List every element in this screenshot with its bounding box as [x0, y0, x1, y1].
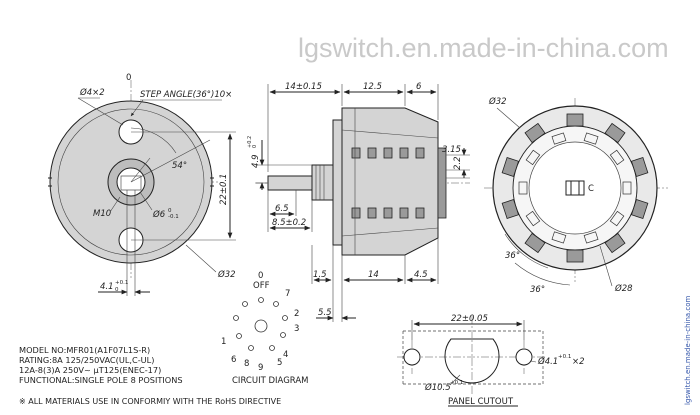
rohs-footer-note: ※ ALL MATERIALS USE IN CONFORMIY WITH TH… [19, 397, 281, 406]
dimension-4-9-tolerance-lower: 0 [252, 145, 258, 148]
circuit-number-6: 6 [231, 355, 236, 365]
rear-view: C Ø32 36° 36° Ø28 [484, 96, 668, 295]
rear-angle-b-label: 36° [530, 285, 545, 295]
thread-label: M10 [93, 209, 111, 219]
spec-block: MODEL NO:MFR01(A1F07L1S-R) RATING:8A 125… [19, 345, 183, 385]
circuit-off-number: 0 [258, 271, 263, 281]
front-view: 0 Ø4×2 STEP ANGLE(36°)10× 54° M10 Ø6 0 -… [48, 73, 236, 296]
side-watermark-text: lgswitch.en.made-in-china.com [684, 295, 692, 405]
side-view: 14±0.15 12.5 6 4.9 +0.2 0 3.15 2.2 6.5 8… [247, 82, 470, 322]
dimension-6-5-label: 6.5 [275, 204, 289, 214]
dimension-4-9-tolerance-upper: +0.2 [247, 136, 253, 148]
panel-dimension-4-1-suffix: ×2 [572, 357, 585, 367]
spec-line-rating: RATING:8A 125/250VAC(UL,C-UL) [19, 355, 154, 365]
key-width-label: 4.1 [100, 282, 114, 292]
panel-dimension-22-label: 22±0.05 [451, 314, 488, 324]
dimension-4-5-label: 4.5 [414, 270, 428, 280]
spec-line-functional: FUNCTIONAL:SINGLE POLE 8 POSITIONS [19, 375, 183, 385]
circuit-number-5: 5 [277, 358, 282, 368]
panel-dimension-4-1-label: Ø4.1 [537, 356, 558, 367]
circuit-number-9: 9 [258, 363, 263, 373]
side-body [341, 107, 439, 256]
panel-cutout: 22±0.05 Ø10.5 +0.1 Ø4.1 +0.1 ×2 PANEL CU… [397, 314, 585, 407]
dimension-6-label: 6 [416, 82, 422, 92]
panel-main-hole [444, 338, 500, 384]
dimension-3-15-label: 3.15 [442, 145, 461, 155]
spec-line-enec: 12A-8(3)A 250V~ μT125(ENEC-17) [19, 365, 161, 375]
angle-54-label: 54° [172, 161, 187, 171]
dimension-22-label: 22±0.1 [219, 174, 229, 205]
key-tolerance-lower: 0 [115, 287, 119, 293]
panel-dimension-10-5-tolerance: +0.1 [450, 380, 463, 386]
dimension-2-2-label: 2.2 [453, 156, 463, 170]
circuit-number-3: 3 [294, 324, 299, 334]
rear-center-letter: C [588, 184, 594, 194]
watermark-text: lgswitch.en.made-in-china.com [298, 33, 669, 63]
panel-dimension-4-1-tolerance: +0.1 [558, 354, 571, 360]
rear-diameter-28-label: Ø28 [614, 283, 633, 294]
circuit-number-1: 1 [221, 337, 226, 347]
circuit-diagram-title: CIRCUIT DIAGRAM [232, 376, 309, 386]
panel-cutout-title: PANEL CUTOUT [448, 397, 514, 407]
dimension-8-5-label: 8.5±0.2 [272, 218, 306, 228]
shaft-tolerance-lower: -0.1 [168, 214, 179, 220]
step-angle-label: STEP ANGLE(36°)10× [140, 90, 232, 100]
dimension-14-label: 14±0.15 [285, 82, 322, 92]
rear-terminal-ring [501, 113, 649, 263]
front-diameter-32-label: Ø32 [217, 269, 236, 280]
dimension-14b-label: 14 [368, 270, 379, 280]
angle-zero-label: 0 [126, 73, 131, 83]
rear-diameter-32-label: Ø32 [488, 96, 507, 107]
circuit-number-8: 8 [244, 359, 249, 369]
dimension-4-9-label: 4.9 [251, 154, 261, 168]
spec-line-model: MODEL NO:MFR01(A1F07L1S-R) [19, 345, 150, 355]
circuit-number-7: 7 [285, 289, 290, 299]
hole-callout-label: Ø4×2 [79, 87, 105, 98]
dimension-12-5-label: 12.5 [363, 82, 382, 92]
panel-right-hole [515, 348, 533, 366]
side-shaft [267, 175, 313, 191]
circuit-off-label: OFF [253, 281, 270, 291]
dimension-5-5-label: 5.5 [318, 308, 332, 318]
rear-angle-a-label: 36° [505, 251, 520, 261]
panel-dimension-10-5-label: Ø10.5 [424, 382, 451, 393]
circuit-diagram: 0 OFF 7 2 3 1 4 5 6 8 9 CIRCUIT DIAGRAM [221, 271, 309, 386]
circuit-number-2: 2 [294, 309, 299, 319]
dimension-1-5-label: 1.5 [313, 270, 327, 280]
shaft-tolerance-upper: 0 [168, 208, 172, 214]
shaft-diameter-label: Ø6 [152, 209, 166, 220]
panel-left-hole [403, 348, 421, 366]
circuit-number-4: 4 [283, 350, 288, 360]
key-tolerance-upper: +0.1 [115, 280, 128, 286]
